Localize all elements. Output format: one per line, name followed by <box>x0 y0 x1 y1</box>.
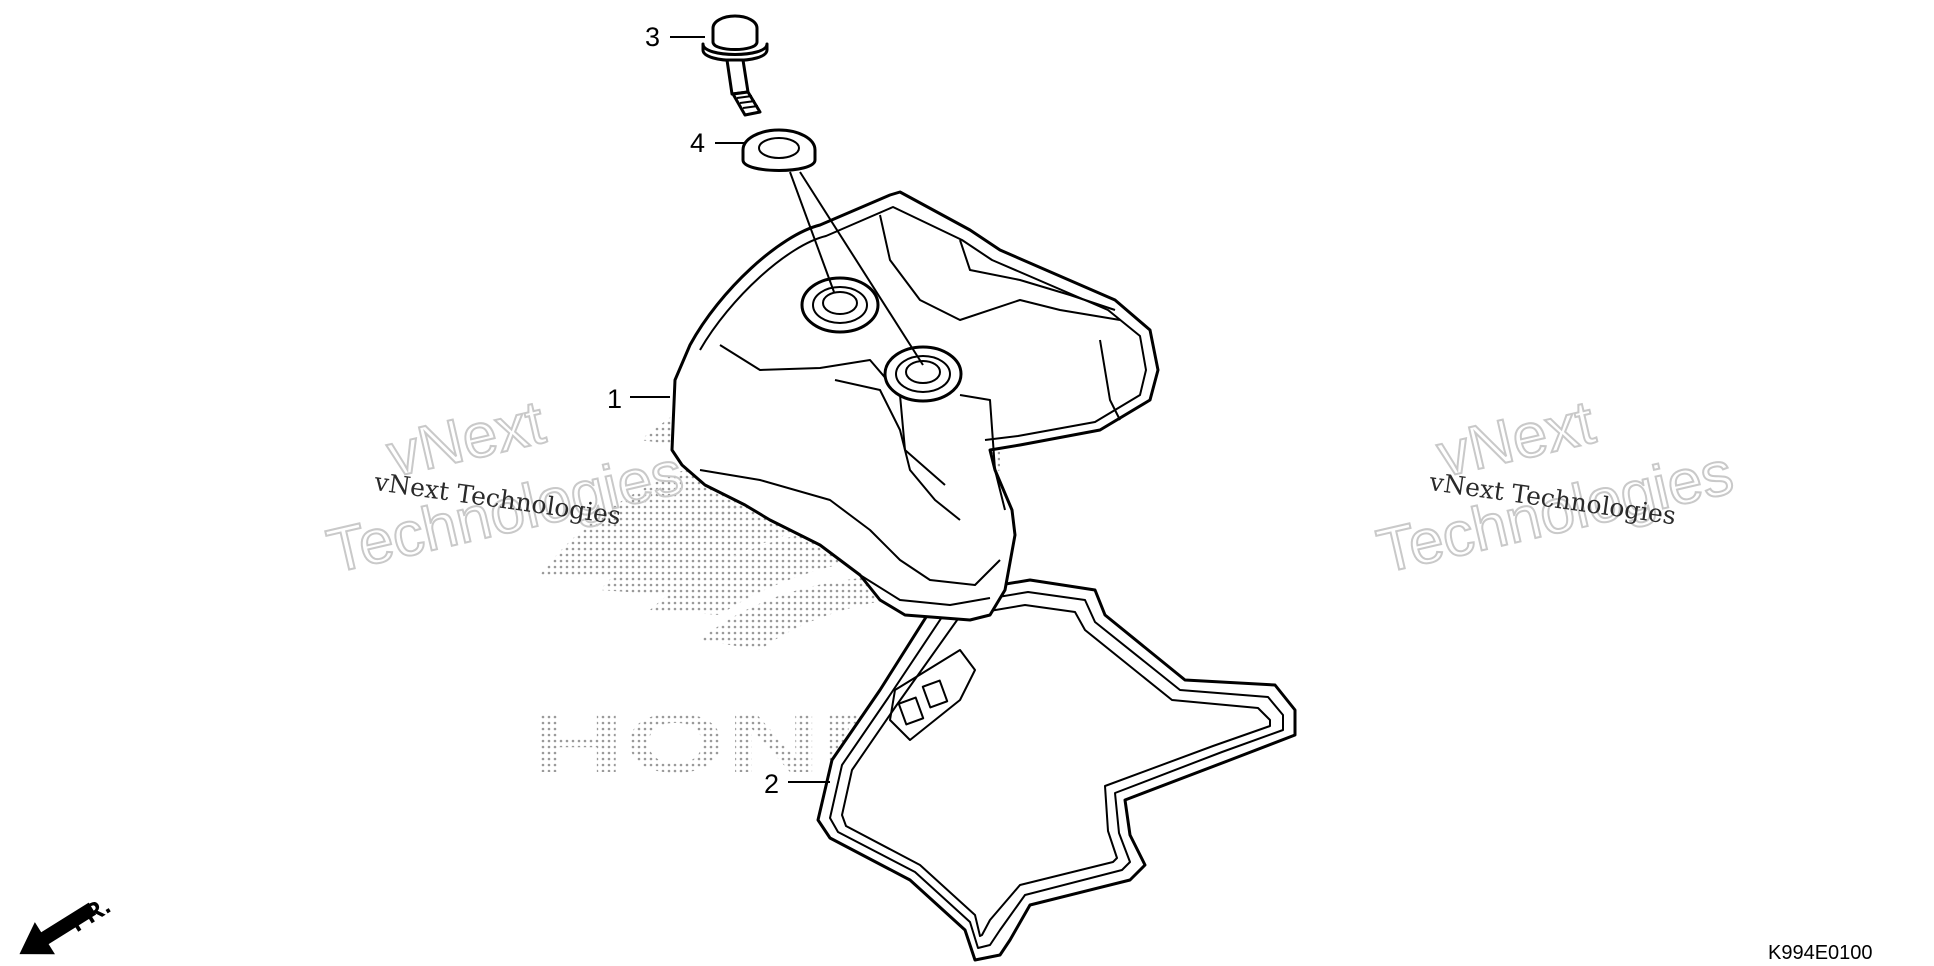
callout-label-1: 1 <box>607 384 622 414</box>
washer-part <box>741 128 817 172</box>
leader-lines <box>630 36 924 783</box>
callout-label-2: 2 <box>764 769 779 799</box>
callout-label-4: 4 <box>690 128 705 158</box>
gasket-part <box>816 578 1297 962</box>
watermark-outline-right: vNext Technologies <box>1370 387 1740 588</box>
bolt-part <box>701 14 769 117</box>
front-direction-label: FR. <box>64 890 115 938</box>
front-direction-arrow-icon <box>19 902 97 955</box>
callout-label-3: 3 <box>645 22 660 52</box>
diagram-code: K994E0100 <box>1768 942 1873 964</box>
cylinder-head-cover-part <box>670 190 1160 622</box>
